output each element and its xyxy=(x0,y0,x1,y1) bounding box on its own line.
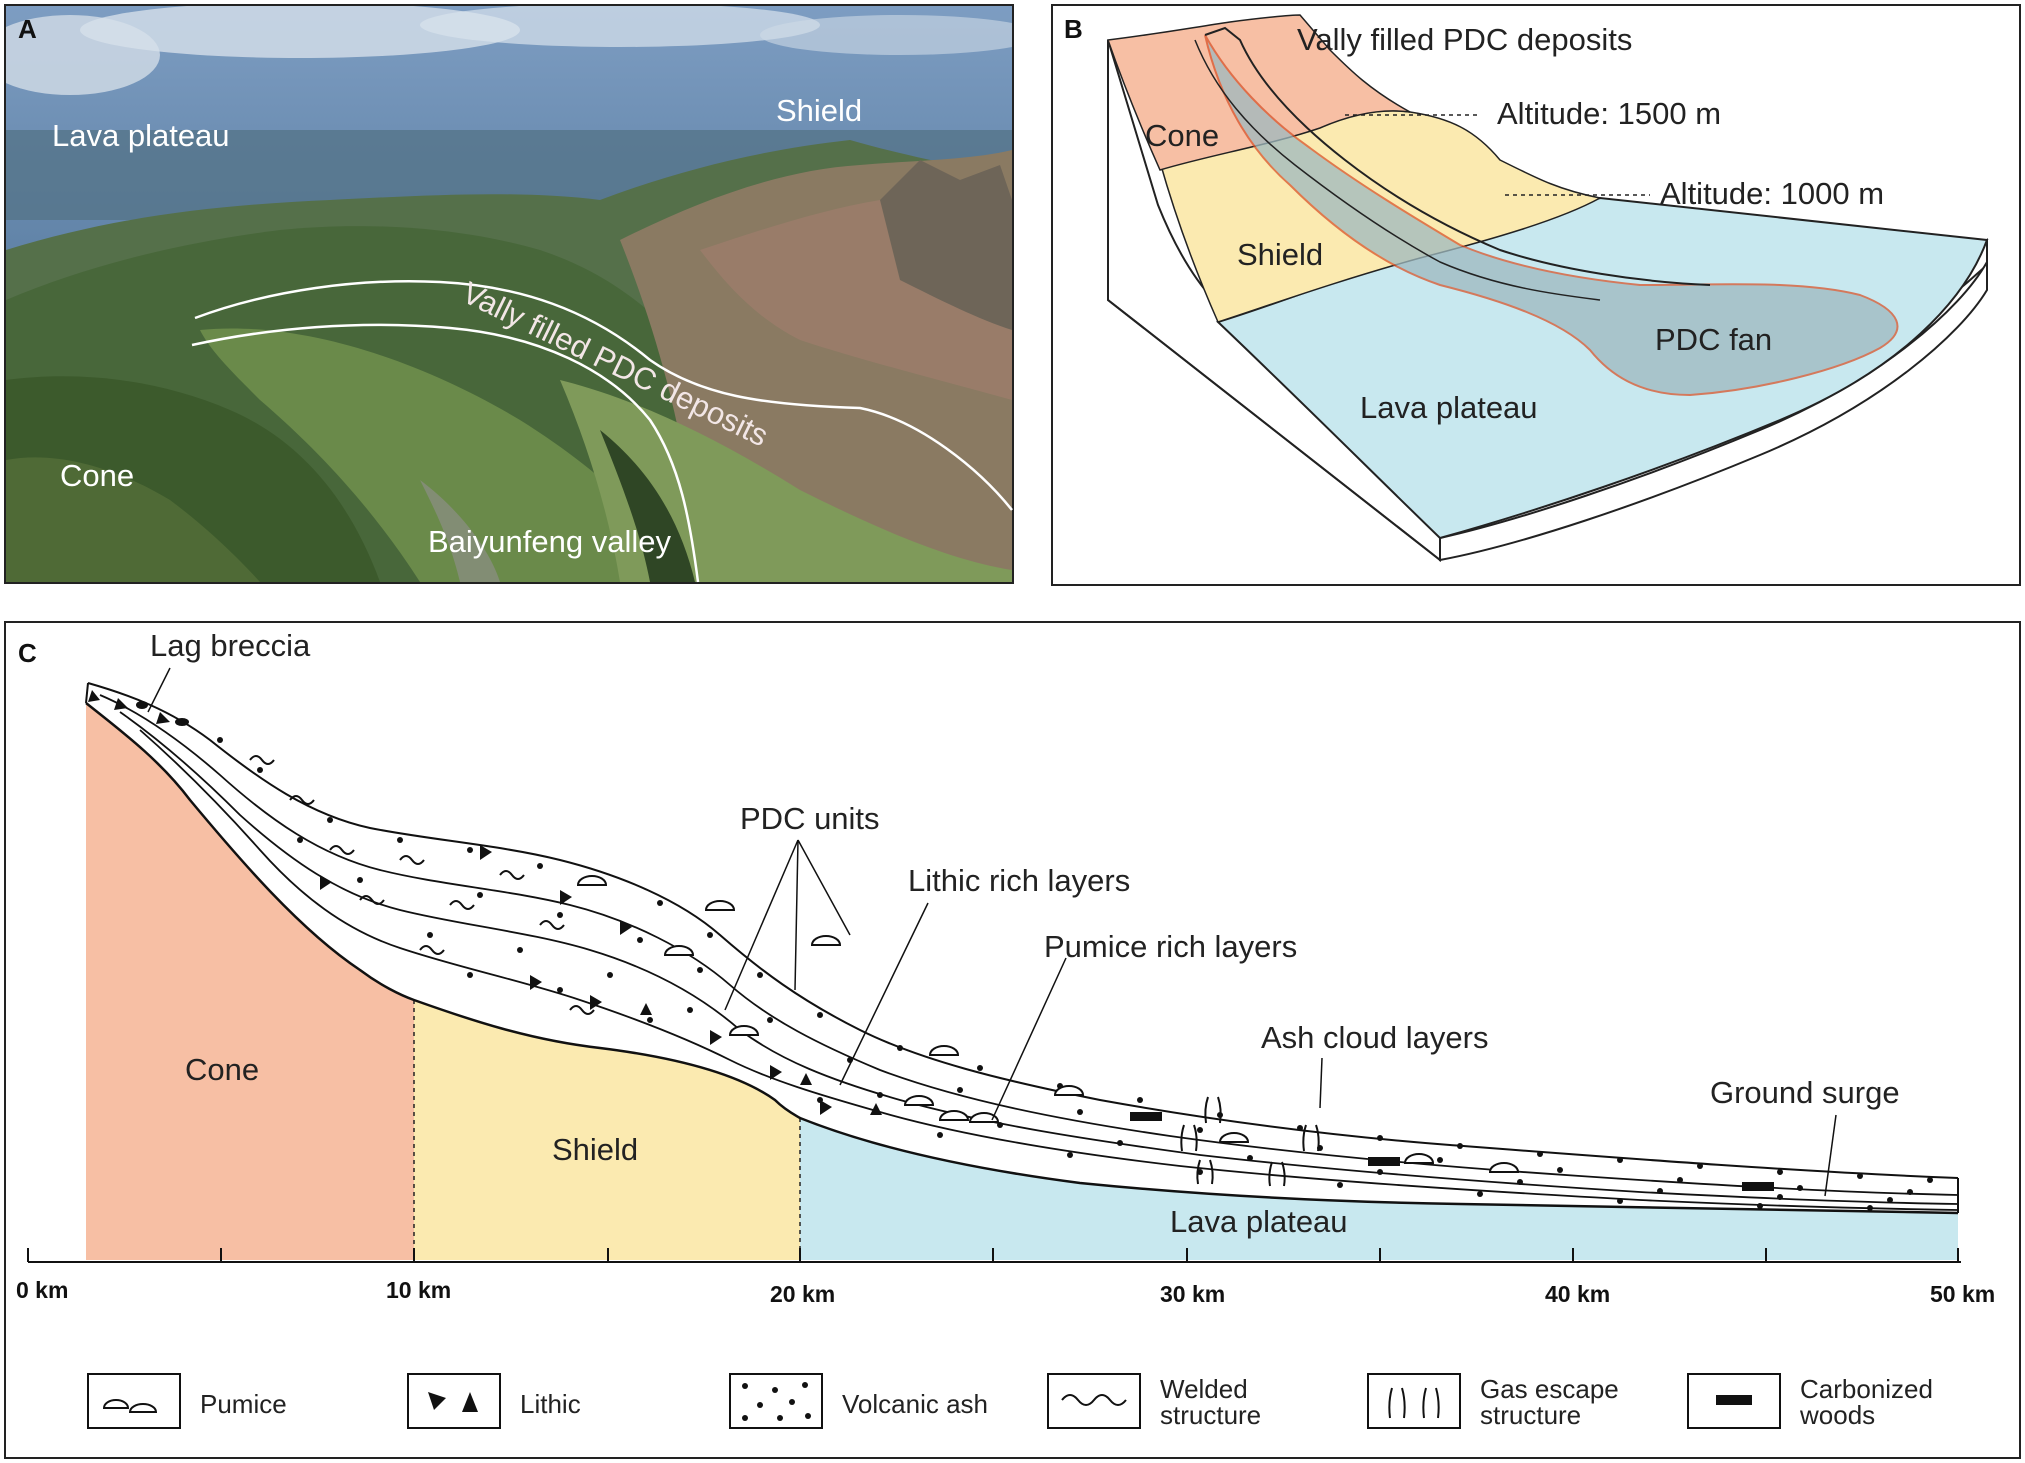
label-altitude-1000: Altitude: 1000 m xyxy=(1660,176,1884,211)
legend-welded-label-2: structure xyxy=(1160,1400,1261,1430)
legend-lithic-box xyxy=(407,1373,501,1429)
panel-a-frame xyxy=(4,4,1014,584)
pdc-layer-4 xyxy=(139,729,1959,1211)
label-altitude-1500: Altitude: 1500 m xyxy=(1497,96,1721,131)
legend-wood-icon xyxy=(1716,1395,1752,1405)
cone-surface xyxy=(1106,14,1411,171)
legend-gas-icon xyxy=(1388,1387,1440,1419)
label-ash-cloud: Ash cloud layers xyxy=(1261,1020,1488,1055)
panel-a-letter: A xyxy=(18,14,37,44)
lithic-symbols xyxy=(320,845,882,1115)
legend-ash-label: Volcanic ash xyxy=(842,1389,988,1419)
panel-a: A Lava plateau Shield Vally filled PDC d… xyxy=(4,4,1014,584)
panel-c: 0 km 10 km 20 km 30 km 40 km 50 km C Lag… xyxy=(4,621,2021,1459)
landscape-photo xyxy=(6,6,1012,582)
tick-10km: 10 km xyxy=(386,1277,451,1303)
valley-channel-lower xyxy=(1194,39,1601,301)
tick-40km: 40 km xyxy=(1545,1281,1610,1307)
legend-ash-box xyxy=(729,1373,823,1429)
tick-0km: 0 km xyxy=(16,1277,68,1303)
cone-basement xyxy=(86,703,414,1260)
legend: Pumice Lithic Volcanic ash Welded struct… xyxy=(87,1373,1933,1430)
shield-basement xyxy=(414,1000,800,1260)
panel-b: B Vally filled PDC deposits Altitude: 15… xyxy=(1051,4,2021,586)
panel-c-letter: C xyxy=(18,638,37,668)
legend-gas-label-2: structure xyxy=(1480,1400,1581,1430)
gas-escape-symbols xyxy=(1180,1096,1320,1187)
legend-lithic-label: Lithic xyxy=(520,1389,581,1419)
distance-axis xyxy=(27,1248,1961,1263)
legend-wood-label-2: woods xyxy=(1799,1400,1875,1430)
deposit-upper-line xyxy=(194,280,1013,511)
legend-pumice-box xyxy=(87,1373,181,1429)
legend-ash-icon xyxy=(742,1382,811,1421)
lag-breccia-symbols xyxy=(88,690,189,726)
label-valley-deposits-b: Vally filled PDC deposits xyxy=(1297,22,1632,57)
pdc-fan xyxy=(1204,34,1899,397)
label-cone-c: Cone xyxy=(185,1052,259,1087)
welded-structure-symbols xyxy=(249,755,595,1015)
label-lava-plateau-b: Lava plateau xyxy=(1360,390,1538,425)
label-lithic-rich: Lithic rich layers xyxy=(908,863,1130,898)
label-lava-plateau-c: Lava plateau xyxy=(1170,1204,1348,1239)
legend-wood-label-1: Carbonized xyxy=(1800,1374,1933,1404)
deposit-lower-line xyxy=(191,323,700,583)
valley-channel xyxy=(1204,26,1711,286)
legend-welded-label-1: Welded xyxy=(1160,1374,1248,1404)
label-lag-breccia: Lag breccia xyxy=(150,628,311,663)
legend-gas-label-1: Gas escape xyxy=(1480,1374,1619,1404)
label-cone-a: Cone xyxy=(60,458,134,493)
label-pumice-rich: Pumice rich layers xyxy=(1044,929,1297,964)
label-pdc-fan: PDC fan xyxy=(1655,322,1772,357)
panel-b-letter: B xyxy=(1064,14,1083,44)
tick-30km: 30 km xyxy=(1160,1281,1225,1307)
pdc-cap xyxy=(85,682,89,704)
lava-plateau-basement xyxy=(800,1118,1958,1260)
legend-welded-icon xyxy=(1061,1394,1127,1406)
pdc-base xyxy=(85,702,1959,1215)
legend-pumice-icon xyxy=(102,1399,158,1413)
legend-gas-box xyxy=(1367,1373,1461,1429)
carbonized-wood-symbols xyxy=(1130,1112,1774,1191)
pdc-layer-2 xyxy=(99,694,1959,1196)
block-front-face xyxy=(1439,258,1988,562)
legend-lithic-icon-b xyxy=(462,1392,478,1412)
leader-lines xyxy=(147,667,1837,1197)
label-cone-b: Cone xyxy=(1145,118,1219,153)
legend-lithic-icon-a xyxy=(428,1392,446,1410)
tick-20km: 20 km xyxy=(770,1281,835,1307)
label-valley-a: Baiyunfeng valley xyxy=(428,524,671,559)
legend-pumice-label: Pumice xyxy=(200,1389,287,1419)
tick-50km: 50 km xyxy=(1930,1281,1995,1307)
label-ground-surge: Ground surge xyxy=(1710,1075,1900,1110)
pumice-symbols xyxy=(576,875,1520,1173)
label-lava-plateau-a: Lava plateau xyxy=(52,118,230,153)
label-shield-c: Shield xyxy=(552,1132,638,1167)
label-shield-b: Shield xyxy=(1237,237,1323,272)
label-pdc-units: PDC units xyxy=(740,801,880,836)
label-shield-a: Shield xyxy=(776,93,862,128)
